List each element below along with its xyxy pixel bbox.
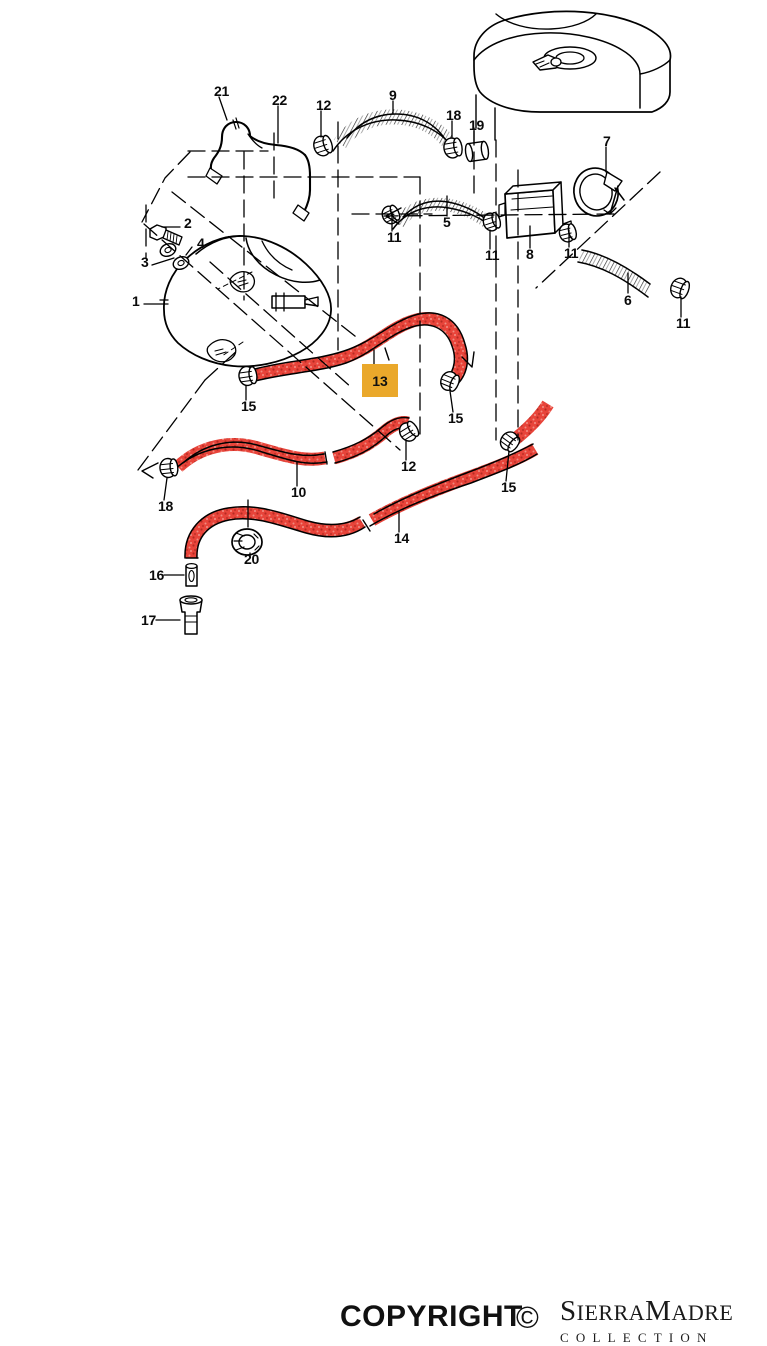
- ring-clamp-7: [573, 167, 625, 217]
- diagram-artwork: [137, 10, 691, 635]
- callout-15: 15: [241, 398, 256, 414]
- copyright-symbol-icon: ©: [516, 1300, 539, 1335]
- small-parts-group: [179, 528, 263, 635]
- fuel-tank-illustration: [473, 10, 672, 141]
- pipe-assembly-21-22: [205, 117, 312, 222]
- footer-watermark: COPYRIGHT © SIERRAMADRE COLLECTION: [0, 645, 767, 1346]
- callout-13-label: 13: [372, 372, 388, 389]
- hose-10: [172, 416, 410, 472]
- callout-11: 11: [387, 229, 402, 245]
- hose-clamps-group: [159, 134, 691, 479]
- hose-9: [332, 109, 456, 152]
- callout-15b: 15: [448, 410, 463, 426]
- brand-collection-line: COLLECTION: [560, 1330, 714, 1345]
- fastener-group: [149, 224, 190, 271]
- callout-1: 1: [132, 293, 140, 309]
- callout-5: 5: [443, 214, 451, 230]
- leader-lines: [143, 96, 682, 621]
- brand-s: S: [560, 1295, 577, 1327]
- callout-15c: 15: [501, 479, 516, 495]
- brand-adre: ADRE: [671, 1300, 734, 1325]
- hose-13: [253, 312, 469, 391]
- brand-ierra: IERRA: [576, 1300, 646, 1325]
- brand-m: M: [645, 1295, 672, 1327]
- callout-10: 10: [291, 484, 306, 500]
- callout-16: 16: [149, 567, 164, 583]
- callout-4: 4: [197, 235, 205, 251]
- parts-diagram-page: 1 2 3 4 5 6 7 8 9 10 11 11 11 11 12 12 1…: [0, 10, 767, 1346]
- callout-11d: 11: [676, 315, 691, 331]
- hose-5: [392, 197, 495, 230]
- callout-19: 19: [469, 117, 484, 133]
- callout-20: 20: [244, 551, 259, 567]
- callout-17: 17: [141, 612, 156, 628]
- callout-8: 8: [526, 246, 534, 262]
- callout-11c: 11: [564, 245, 579, 261]
- hose-6: [577, 249, 652, 298]
- hose-14: [184, 443, 539, 559]
- callout-18b: 18: [446, 107, 461, 123]
- sierra-madre-logo: SIERRAMADRE COLLECTION: [560, 1297, 767, 1346]
- callout-3: 3: [141, 254, 149, 270]
- callout-9: 9: [389, 87, 397, 103]
- brand-name-line: SIERRAMADRE: [560, 1297, 767, 1326]
- callout-12b: 12: [401, 458, 416, 474]
- callout-22: 22: [272, 92, 287, 108]
- callout-2: 2: [184, 215, 192, 231]
- callout-14: 14: [394, 530, 409, 546]
- hose-15-segment: [509, 400, 554, 446]
- callout-12: 12: [316, 97, 331, 113]
- callout-6: 6: [624, 292, 632, 308]
- callout-7: 7: [603, 133, 611, 149]
- highlighted-part-13[interactable]: 13: [362, 364, 398, 397]
- callout-21: 21: [214, 83, 229, 99]
- callout-18: 18: [158, 498, 173, 514]
- callout-11b: 11: [485, 247, 500, 263]
- copyright-text: COPYRIGHT: [340, 1300, 523, 1333]
- expansion-tank-illustration: [163, 235, 332, 368]
